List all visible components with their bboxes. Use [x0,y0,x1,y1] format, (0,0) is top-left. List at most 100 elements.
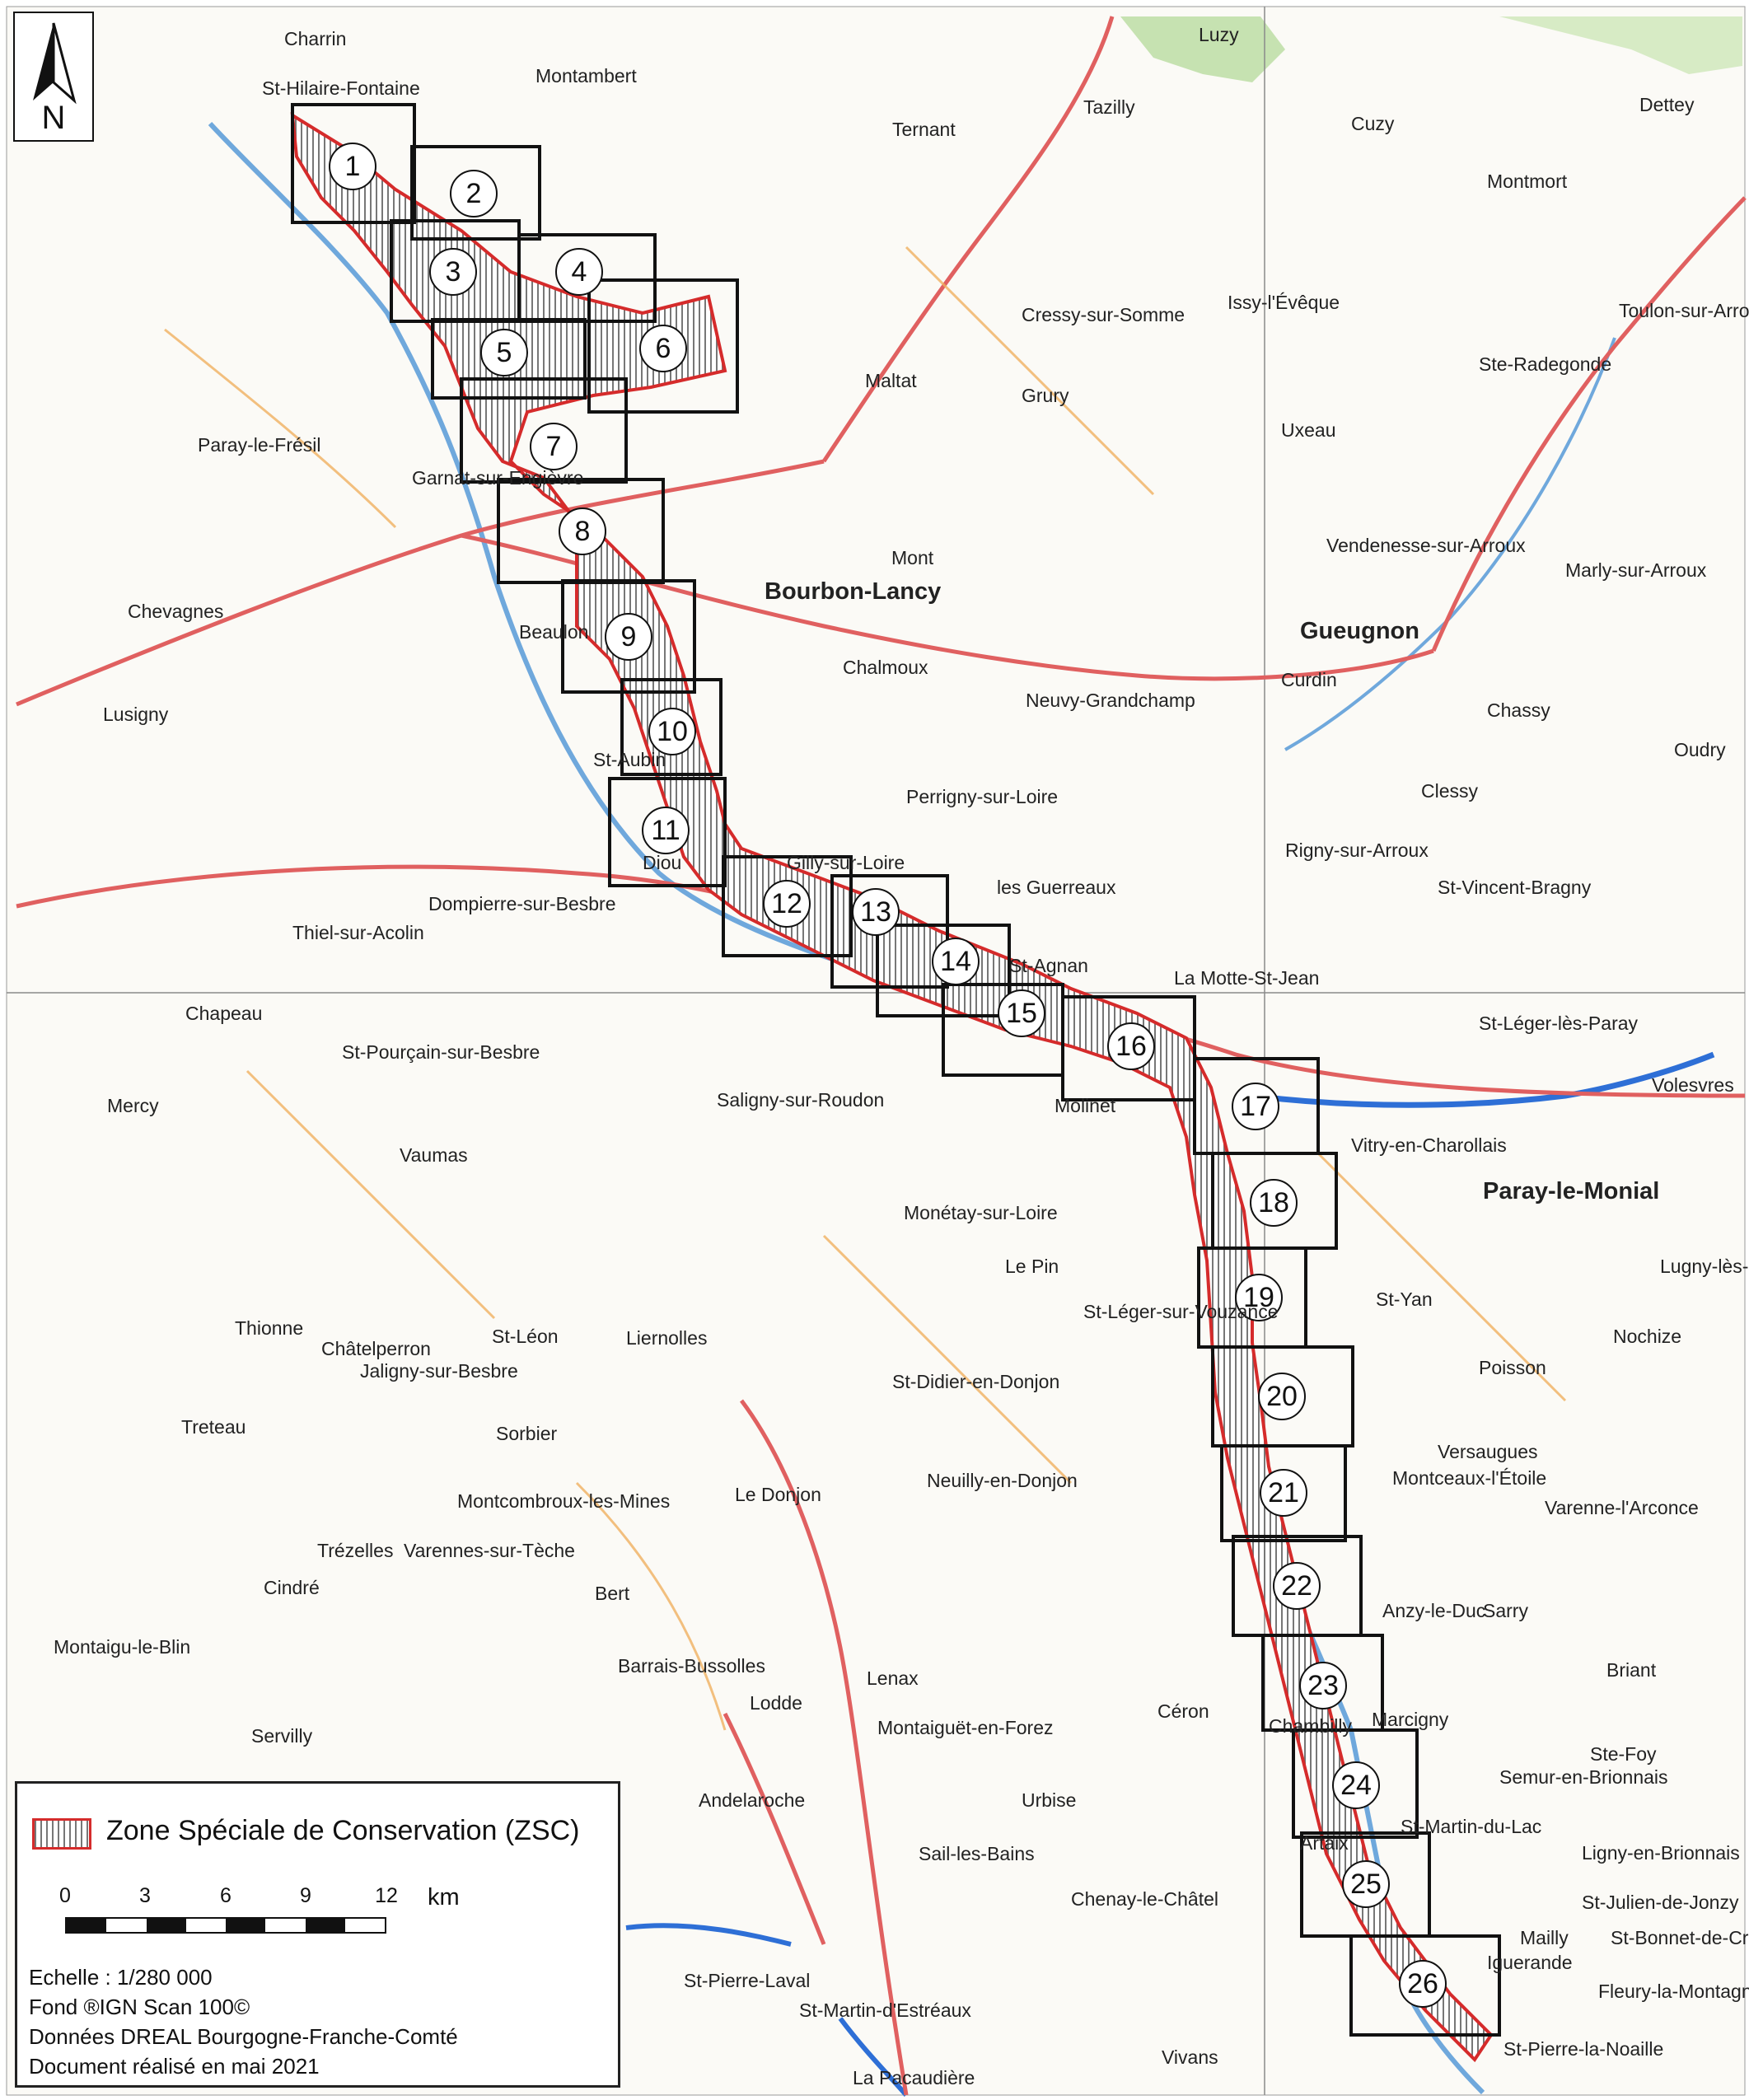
frame-number: 10 [657,716,688,747]
place-label: Uxeau [1281,419,1335,441]
place-label: Treteau [181,1416,246,1438]
place-label: Cindré [264,1577,320,1598]
place-label: Dettey [1639,94,1695,115]
place-label: St-Julien-de-Jonzy [1582,1892,1739,1913]
place-label: Poisson [1479,1357,1546,1378]
place-label: Barrais-Bussolles [618,1655,765,1677]
frame-4 [517,233,657,323]
place-label: Lusigny [103,704,169,725]
frame-number: 2 [466,178,482,209]
place-label: Dompierre-sur-Besbre [428,893,616,914]
place-label: Grury [1022,385,1069,406]
place-label: Céron [1157,1700,1209,1722]
frame-number: 22 [1281,1570,1312,1602]
frame-number: 1 [345,151,361,182]
place-label: Gueugnon [1300,618,1419,644]
place-label: Toulon-sur-Arroux [1619,300,1749,321]
scale-tick: 12 [375,1884,398,1907]
place-label: Varenne-l'Arconce [1545,1497,1699,1518]
frame-number: 6 [656,333,671,364]
place-label: Anzy-le-Duc [1382,1600,1485,1621]
place-label: Lenax [867,1667,919,1689]
frame-number: 7 [546,431,562,462]
place-label: St-Martin-d'Estréaux [799,1999,971,2021]
place-label: Neuilly-en-Donjon [927,1470,1078,1491]
place-label: Servilly [251,1725,313,1747]
place-label: Tazilly [1083,96,1135,118]
place-label: Montmort [1487,171,1568,192]
frame-13 [830,874,949,989]
basemap-credit: Fond ®IGN Scan 100© [29,1995,250,2019]
frame-number: 19 [1243,1282,1274,1313]
frame-9 [561,579,696,694]
place-label: Mailly [1520,1927,1569,1948]
place-label: Chapeau [185,1003,262,1024]
scale-tick: 6 [220,1884,231,1907]
place-label: les Guerreaux [997,877,1116,898]
place-label: St-Martin-du-Lac [1401,1816,1541,1837]
place-label: Bert [595,1583,630,1604]
frame-number: 24 [1340,1770,1372,1801]
frame-group [291,103,1501,2037]
place-label: Monétay-sur-Loire [904,1202,1058,1223]
frame-number: 16 [1115,1031,1147,1062]
place-label: Montaigu-le-Blin [54,1636,190,1658]
place-label: Lugny-lès-Charolles [1660,1256,1749,1277]
place-label: La Pacaudière [853,2067,975,2088]
frame-26 [1349,1934,1501,2037]
place-label: Lodde [750,1692,802,1714]
legend: Zone Spéciale de Conservation (ZSC) 0 3 … [15,1781,620,2088]
frame-number: 9 [621,621,637,652]
place-label: Artaix [1300,1832,1349,1854]
place-label: Ligny-en-Brionnais [1582,1842,1740,1864]
place-label: Charrin [284,28,346,49]
frame-1 [291,103,416,224]
scale-bar: 0 3 6 9 12 [32,1884,419,1950]
place-label: Fleury-la-Montagne [1598,1981,1749,2002]
scale-ratio: Echelle : 1/280 000 [29,1965,213,1990]
place-label: St-Agnan [1009,955,1088,976]
place-label: Marly-sur-Arroux [1565,559,1707,581]
frame-number: 25 [1350,1868,1382,1900]
place-label: Molinet [1055,1095,1116,1116]
place-label: Liernolles [626,1327,707,1349]
frame-7 [460,377,628,484]
scale-tick: 9 [300,1884,311,1907]
place-label: Paray-le-Frésil [198,434,321,456]
place-label: Montceaux-l'Étoile [1392,1467,1546,1489]
place-label: Châtelperron [321,1338,431,1359]
frame-labels: 1 2 3 4 5 6 7 8 9 10 11 12 13 14 15 16 1… [329,143,1447,2008]
place-label: St-Pourçain-sur-Besbre [342,1041,540,1063]
frame-10 [620,678,723,776]
frame-number: 8 [575,516,591,547]
place-label: Versaugues [1438,1441,1537,1462]
place-label: Thionne [235,1317,303,1339]
place-label: Diou [643,852,681,873]
place-label: Varennes-sur-Tèche [404,1540,575,1561]
place-label: Trézelles [317,1540,393,1561]
place-label: Iguerande [1487,1952,1573,1973]
place-label: St-Pierre-la-Noaille [1503,2038,1663,2060]
place-label: Montcombroux-les-Mines [457,1490,670,1512]
place-label: Saligny-sur-Roudon [717,1089,884,1111]
place-label: Luzy [1199,24,1239,45]
frame-6 [587,278,739,414]
place-label: Briant [1606,1659,1657,1681]
north-arrow: N [13,12,94,142]
place-label: Marcigny [1372,1709,1449,1730]
place-label: Vitry-en-Charollais [1351,1134,1507,1156]
place-label: St-Pierre-Laval [684,1970,810,1991]
place-label: Gilly-sur-Loire [787,852,905,873]
place-label: Semur-en-Brionnais [1499,1766,1668,1788]
scale-tick: 0 [59,1884,71,1907]
frame-16 [1061,995,1196,1101]
place-label: Sorbier [496,1423,557,1444]
place-label: Mont [891,547,934,568]
place-label: Jaligny-sur-Besbre [360,1360,518,1382]
place-label: Volesvres [1652,1074,1734,1096]
place-label: Rigny-sur-Arroux [1285,840,1429,861]
frame-number: 15 [1006,998,1037,1029]
place-label: Chenay-le-Châtel [1071,1888,1218,1910]
frame-number: 5 [497,337,512,368]
